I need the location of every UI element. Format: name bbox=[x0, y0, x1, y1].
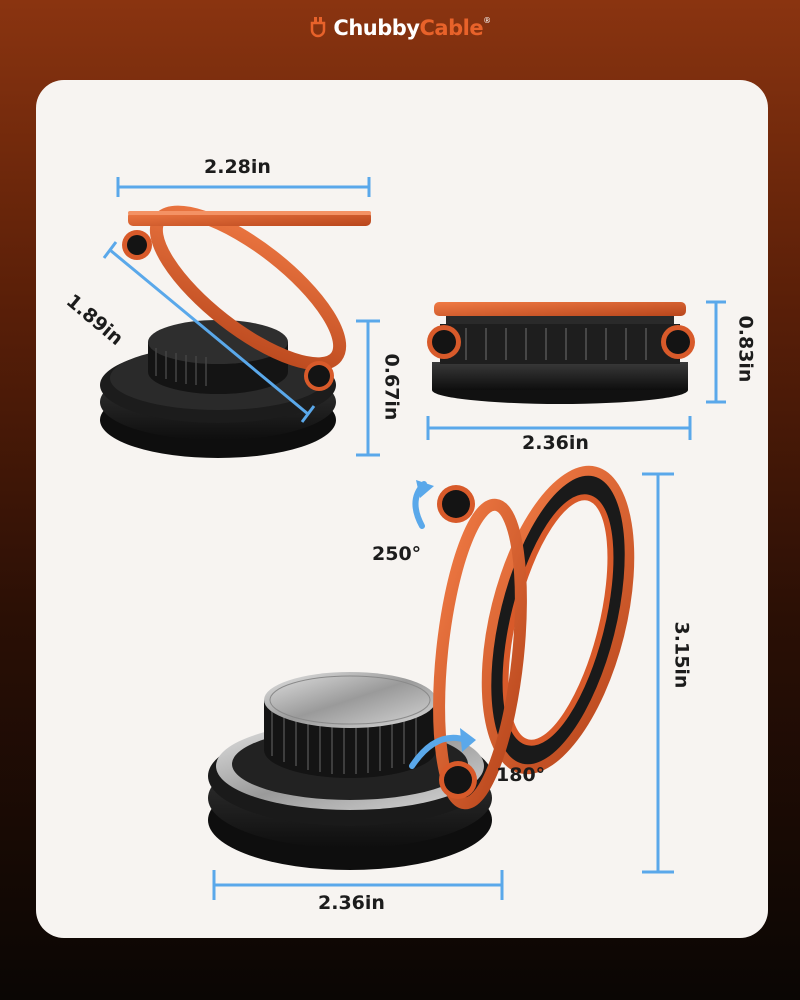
brand-name-part2: Cable bbox=[419, 16, 484, 40]
top-right-height-label: 0.83in bbox=[734, 315, 757, 383]
rotation-arrow-icon bbox=[409, 734, 469, 769]
top-left-width-label: 2.28in bbox=[204, 156, 271, 178]
brand-reg-mark: ® bbox=[483, 16, 491, 25]
top-right-dimension-lines bbox=[426, 300, 726, 440]
brand-logo-text: ChubbyCable® bbox=[333, 16, 491, 40]
bottom-width-label: 2.36in bbox=[318, 892, 385, 914]
top-left-dimension-lines bbox=[102, 177, 380, 457]
top-right-width-label: 2.36in bbox=[522, 432, 589, 454]
top-right-view bbox=[427, 302, 695, 404]
bottom-dimension-lines bbox=[212, 472, 674, 900]
product-dimensions-panel: 2.28in 1.89in 0.67in 0.83in 2.36in 250° … bbox=[36, 80, 768, 938]
bottom-view bbox=[208, 465, 635, 870]
usb-cable-icon bbox=[311, 17, 326, 38]
product-illustration bbox=[100, 177, 726, 900]
brand-header: ChubbyCable® bbox=[0, 16, 800, 40]
brand-name-part1: Chubby bbox=[333, 16, 420, 40]
bottom-height-label: 3.15in bbox=[670, 621, 693, 689]
rotation-top-label: 250° bbox=[372, 543, 422, 565]
top-left-view bbox=[100, 205, 371, 458]
rotation-bottom-label: 180° bbox=[496, 764, 546, 786]
top-left-height-label: 0.67in bbox=[380, 353, 403, 421]
